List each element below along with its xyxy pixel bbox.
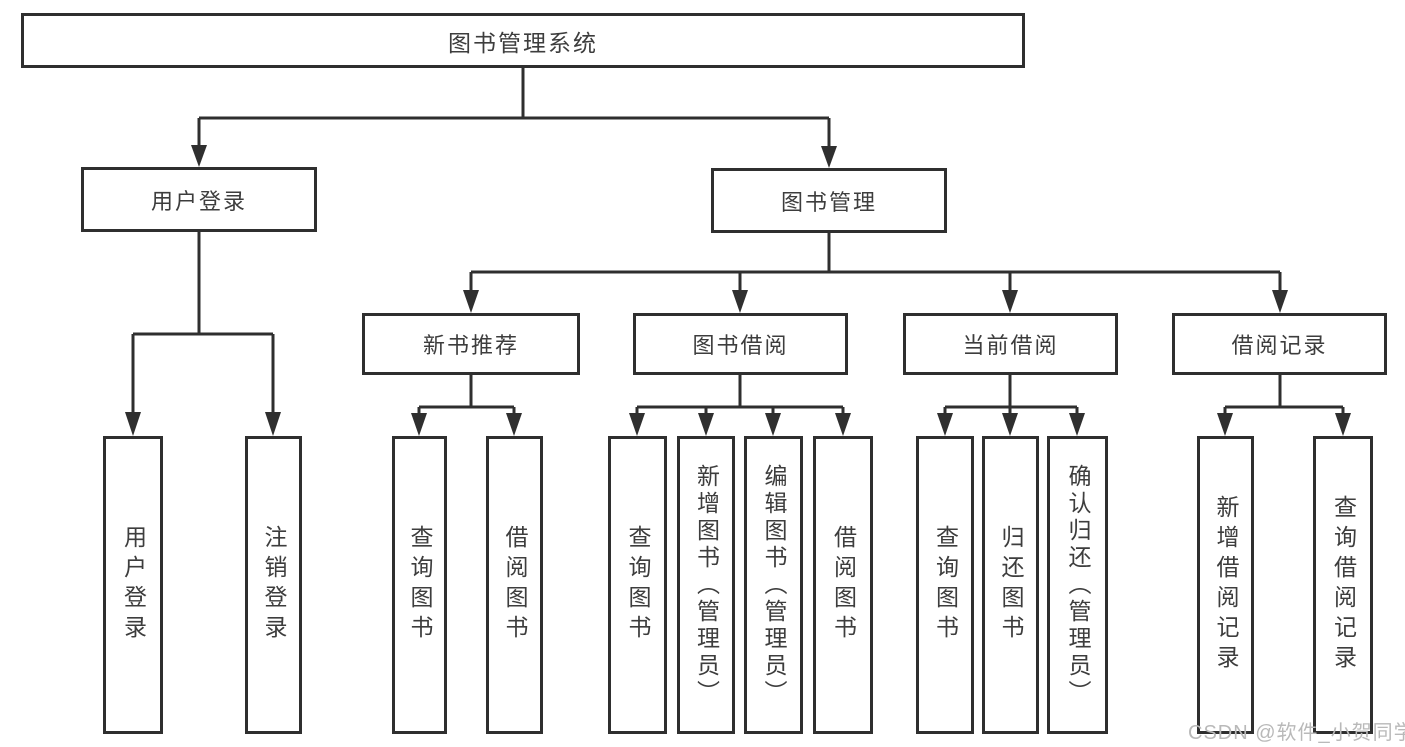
node-book-management: 图书管理 (711, 168, 947, 233)
node-label: 图书管理 (780, 189, 877, 215)
leaf-label: 新增借阅记录 (1213, 495, 1239, 675)
arrowhead (1002, 290, 1018, 313)
arrowhead (506, 413, 522, 436)
arrowhead (732, 290, 748, 313)
leaf-label: 查询图书 (407, 525, 433, 645)
node-label: 用户登录 (150, 188, 247, 214)
connector-records-split (1217, 375, 1351, 436)
leaf-confirm-return-admin: 确认归还（管理员） (1047, 436, 1108, 734)
connector-login-split (125, 232, 281, 436)
leaf-query-borrow-record: 查询借阅记录 (1313, 436, 1373, 734)
leaf-add-borrow-record: 新增借阅记录 (1197, 436, 1254, 734)
arrowhead (765, 413, 781, 436)
arrowhead (463, 290, 479, 313)
connector-borrow-split (629, 375, 851, 436)
arrowhead (937, 413, 953, 436)
arrowhead (125, 412, 141, 436)
arrowhead (1069, 413, 1085, 436)
arrowhead (1272, 290, 1288, 313)
leaf-borrow-book: 借阅图书 (813, 436, 873, 734)
connector-recommend-split (411, 375, 522, 436)
leaf-label: 查询图书 (625, 525, 651, 645)
node-system-root: 图书管理系统 (21, 13, 1025, 68)
leaf-label: 新增图书（管理员） (693, 463, 720, 707)
leaf-label: 查询图书 (932, 525, 959, 645)
arrowhead (265, 412, 281, 436)
leaf-label: 注销登录 (261, 525, 287, 645)
leaf-query-book-current: 查询图书 (916, 436, 974, 734)
arrowhead (821, 146, 837, 168)
leaf-label: 借阅图书 (502, 525, 528, 645)
arrowhead (629, 413, 645, 436)
node-current-borrow: 当前借阅 (903, 313, 1118, 375)
arrowhead (1002, 413, 1018, 436)
node-label: 当前借阅 (962, 333, 1059, 358)
connector-root-split (191, 68, 837, 168)
connector-manage-split (463, 233, 1288, 313)
arrowhead (835, 413, 851, 436)
leaf-label: 用户登录 (120, 525, 147, 645)
leaf-query-book-recommend: 查询图书 (392, 436, 447, 734)
arrowhead (411, 413, 427, 436)
arrowhead (191, 145, 207, 167)
leaf-label: 编辑图书（管理员） (761, 463, 787, 707)
node-borrow-records: 借阅记录 (1172, 313, 1387, 375)
leaf-label: 归还图书 (998, 525, 1024, 645)
node-label: 新书推荐 (422, 333, 519, 358)
connector-current-split (937, 375, 1085, 436)
leaf-user-login: 用户登录 (103, 436, 163, 734)
csdn-watermark: CSDN @软件_小贺同学 (1188, 722, 1405, 744)
arrowhead (1217, 413, 1233, 436)
node-new-book-recommend: 新书推荐 (362, 313, 580, 375)
leaf-logout: 注销登录 (245, 436, 302, 734)
node-book-borrow: 图书借阅 (633, 313, 848, 375)
arrowhead (1335, 413, 1351, 436)
leaf-edit-book-admin: 编辑图书（管理员） (744, 436, 803, 734)
leaf-label: 借阅图书 (830, 525, 857, 645)
node-label: 图书借阅 (692, 333, 789, 358)
leaf-borrow-book-recommend: 借阅图书 (486, 436, 543, 734)
leaf-return-book: 归还图书 (982, 436, 1039, 734)
leaf-label: 确认归还（管理员） (1065, 463, 1091, 707)
leaf-query-book-borrow: 查询图书 (608, 436, 667, 734)
leaf-add-book-admin: 新增图书（管理员） (677, 436, 735, 734)
leaf-label: 查询借阅记录 (1330, 495, 1357, 675)
node-label: 图书管理系统 (448, 29, 598, 56)
arrowhead (698, 413, 714, 436)
node-user-login: 用户登录 (81, 167, 317, 232)
node-label: 借阅记录 (1231, 333, 1328, 358)
